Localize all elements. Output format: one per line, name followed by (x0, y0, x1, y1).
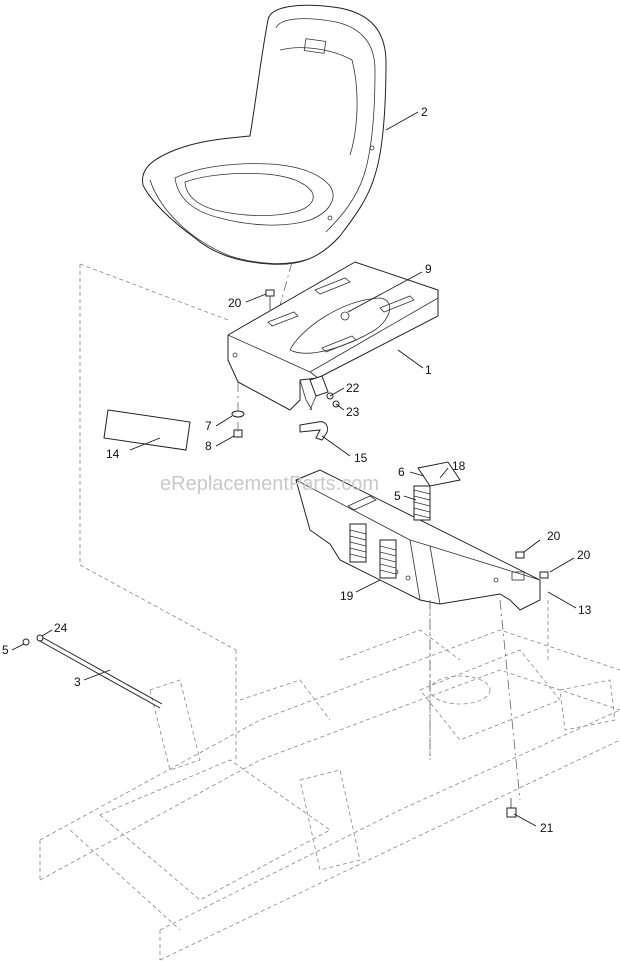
callout-1: 1 (425, 363, 432, 377)
spring-center (379, 539, 397, 579)
bolt-20-right-a (515, 551, 525, 559)
spring-bracket (295, 461, 541, 611)
bolt-21 (506, 798, 517, 818)
callout-8: 7 (205, 419, 212, 433)
callout-2: 2 (421, 105, 428, 119)
callout-18: 18 (452, 459, 466, 473)
callout-19: 19 (340, 589, 354, 603)
spring-left (349, 523, 367, 563)
tractor-frame (39, 600, 620, 961)
clip-5 (22, 638, 30, 646)
callout-labels: 2 9 1 20 22 23 7 8 14 15 18 6 5 20 20 13… (2, 105, 592, 835)
adjustment-rod (36, 634, 163, 709)
callout-13: 13 (578, 603, 592, 617)
phantom-edge-bottom (79, 564, 237, 651)
bolt-20-top (265, 289, 275, 310)
callout-3: 3 (74, 675, 81, 689)
callout-24: 24 (54, 621, 68, 635)
callout-20-right-a: 20 (547, 529, 561, 543)
phantom-edge-top (79, 263, 229, 321)
callout-7: 6 (398, 465, 405, 479)
callout-21: 21 (540, 821, 554, 835)
callout-5: 5 (2, 643, 9, 657)
callout-20-top: 20 (228, 296, 242, 310)
callout-9: 8 (205, 439, 212, 453)
bolt-20-right-b (539, 571, 549, 579)
spring-rear (413, 485, 431, 521)
watermark: eReplacementParts.com (160, 473, 379, 495)
callout-22: 22 (346, 381, 360, 395)
seat (141, 4, 387, 265)
leader-lines (11, 111, 577, 827)
decal-14 (103, 409, 191, 451)
callout-14: 14 (106, 447, 120, 461)
callout-23: 23 (346, 405, 360, 419)
callout-20-right-b: 20 (577, 548, 591, 562)
switch-bracket (299, 375, 340, 441)
callout-15: 15 (354, 451, 368, 465)
callout-12: 9 (425, 262, 432, 276)
seat-plate (227, 261, 439, 411)
callout-6: 5 (394, 489, 401, 503)
